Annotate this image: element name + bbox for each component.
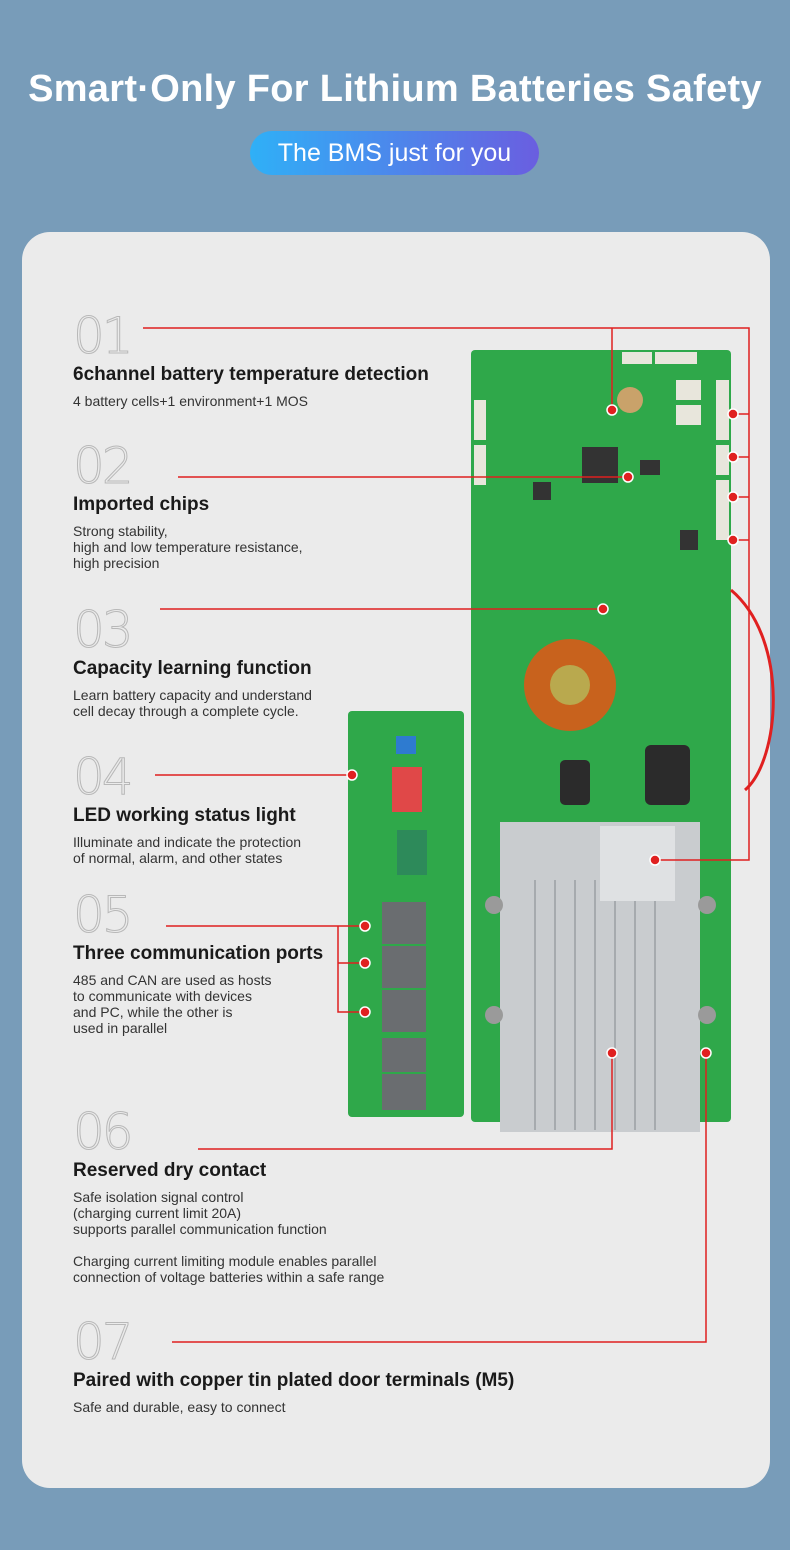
feature-title: Reserved dry contact [73, 1160, 267, 1181]
terminals [485, 896, 716, 1024]
feature-desc: 485 and CAN are used as hosts to communi… [73, 972, 272, 1036]
feature-number: 04 [72, 748, 134, 806]
feature-number: 05 [72, 886, 134, 944]
feature-05: 05 Three communication ports 485 and CAN… [72, 886, 324, 1037]
feature-02: 02 Imported chips Strong stability, high… [73, 437, 303, 572]
feature-desc: 4 battery cells+1 environment+1 MOS [73, 393, 309, 409]
page-title: Smart·Only For Lithium Batteries Safety [28, 68, 762, 110]
subtitle-pill: The BMS just for you [250, 131, 539, 175]
callout-dots [346, 404, 739, 1059]
feature-desc: Safe isolation signal control (charging … [73, 1189, 385, 1285]
feature-01: 01 6channel battery temperature detectio… [73, 307, 429, 410]
feature-title: Capacity learning function [73, 658, 312, 679]
feature-06: 06 Reserved dry contact Safe isolation s… [72, 1103, 385, 1286]
feature-07: 07 Paired with copper tin plated door te… [72, 1313, 515, 1416]
feature-title: Paired with copper tin plated door termi… [73, 1370, 515, 1391]
feature-number: 02 [73, 437, 135, 495]
feature-title: Three communication ports [73, 943, 324, 964]
feature-03: 03 Capacity learning function Learn batt… [73, 601, 312, 720]
feature-number: 03 [73, 601, 135, 659]
ethernet-ports [382, 902, 426, 1110]
feature-desc: Strong stability, high and low temperatu… [73, 523, 303, 571]
feature-title: 6channel battery temperature detection [73, 364, 429, 385]
feature-desc: Safe and durable, easy to connect [73, 1399, 286, 1415]
feature-number: 07 [72, 1313, 134, 1371]
feature-04: 04 LED working status light Illuminate a… [72, 748, 302, 867]
feature-desc: Learn battery capacity and understand ce… [73, 687, 312, 719]
connectors [474, 352, 729, 540]
feature-title: Imported chips [73, 494, 210, 515]
feature-title: LED working status light [73, 805, 296, 826]
feature-number: 01 [73, 307, 135, 365]
feature-desc: Illuminate and indicate the protection o… [73, 834, 302, 866]
callout-lines [143, 327, 750, 1343]
feature-number: 06 [72, 1103, 134, 1161]
